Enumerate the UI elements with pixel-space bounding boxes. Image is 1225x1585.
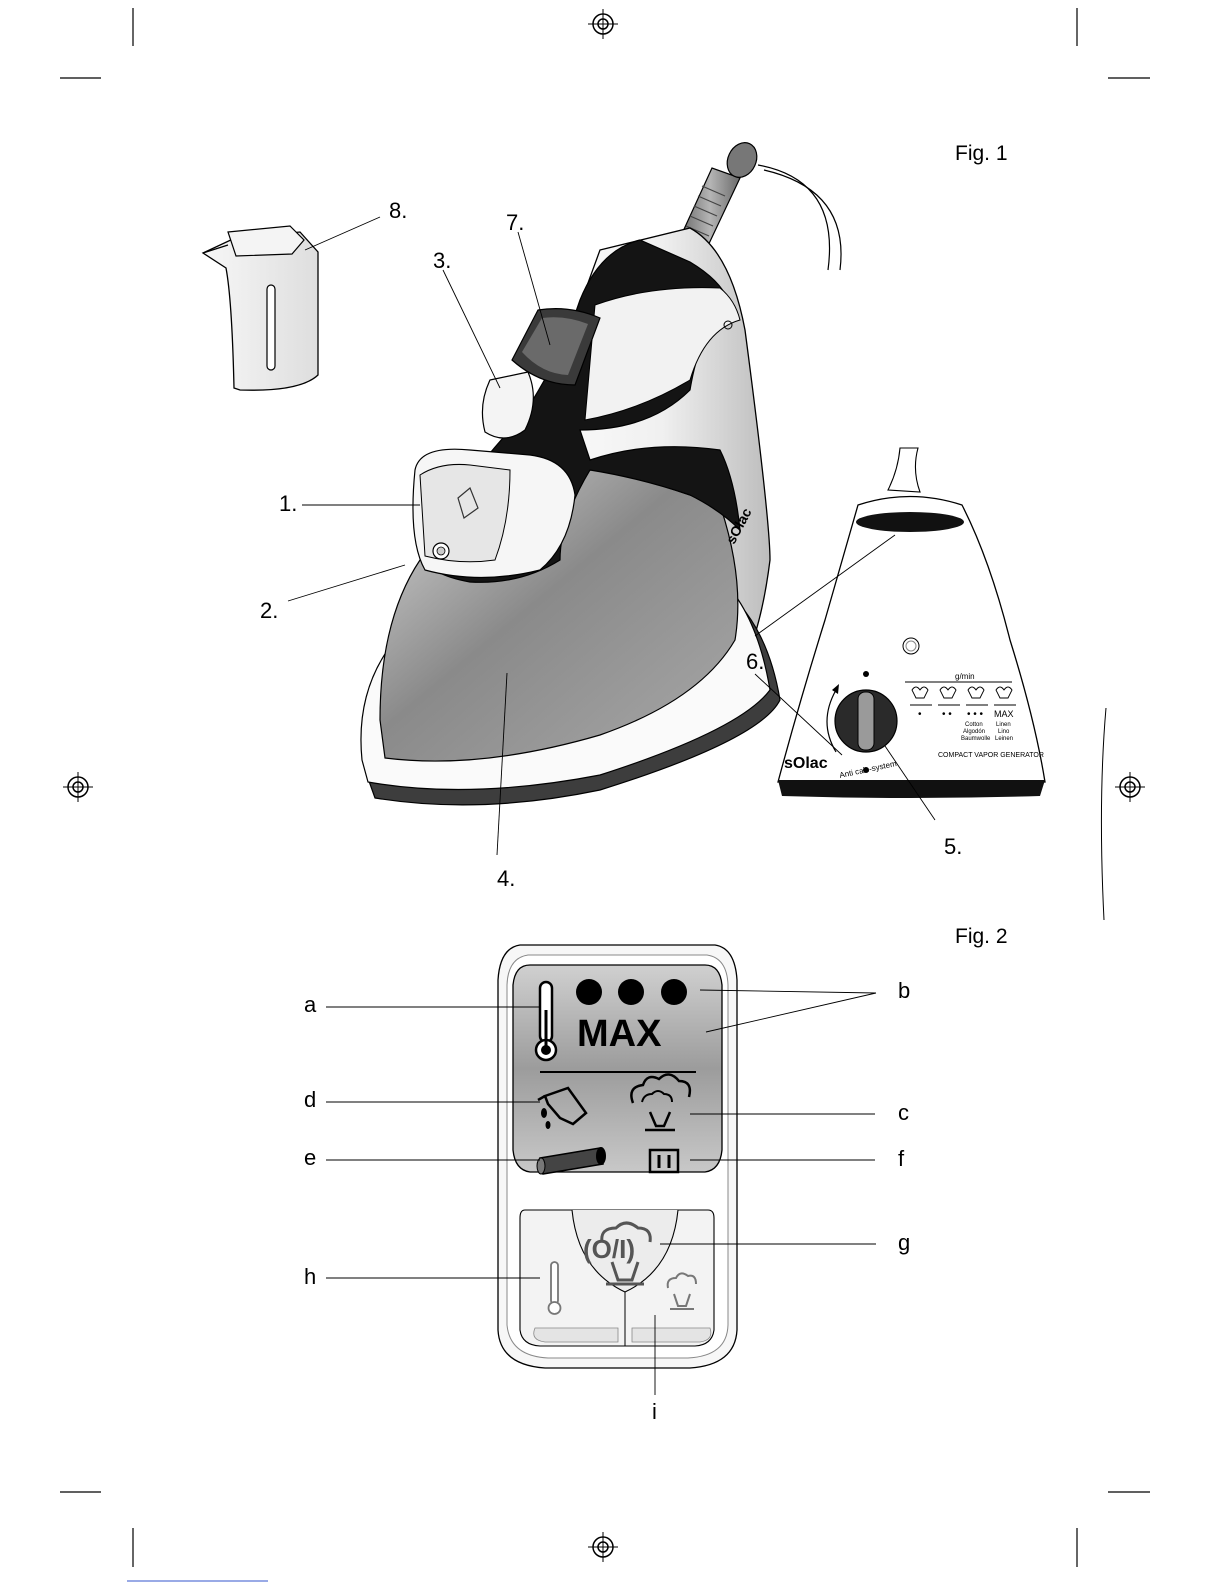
base-fabric-cotton-2: Algodón [963, 729, 985, 735]
callout-1: 1. [279, 493, 297, 515]
registration-mark-bottom [588, 1532, 618, 1562]
registration-mark-left [63, 772, 93, 802]
registration-mark-right [1115, 772, 1145, 802]
registration-mark-top [588, 9, 618, 39]
base-setting-3: • • • [967, 709, 984, 720]
base-fabric-cotton-1: Cotton [965, 722, 983, 728]
base-fabric-cotton-3: Baumwolle [961, 736, 991, 742]
callout-c: c [898, 1102, 909, 1124]
base-brand-logo: sOlac [784, 755, 828, 772]
callout-3: 3. [433, 250, 451, 272]
callout-6: 6. [746, 651, 764, 673]
base-product-name: COMPACT VAPOR GENERATOR [938, 752, 1044, 759]
base-setting-max: MAX [994, 709, 1014, 719]
panel-switch-label: (O/I) [583, 1234, 635, 1264]
callout-5: 5. [944, 836, 962, 858]
callout-a: a [304, 994, 316, 1016]
callout-b: b [898, 980, 910, 1002]
callout-e: e [304, 1147, 316, 1169]
base-fabric-linen-1: Linen [996, 722, 1011, 728]
callout-i: i [652, 1401, 657, 1423]
callout-8: 8. [389, 200, 407, 222]
fig1-label: Fig. 1 [955, 142, 1008, 166]
water-jug [203, 226, 318, 390]
steam-iron [361, 138, 841, 805]
base-setting-1: • [918, 709, 922, 720]
base-fabric-linen-3: Leinen [995, 736, 1013, 742]
control-panel [498, 945, 737, 1368]
base-setting-2: • • [942, 709, 952, 720]
callout-2: 2. [260, 600, 278, 622]
callout-g: g [898, 1232, 910, 1254]
callout-d: d [304, 1089, 316, 1111]
base-fabric-linen-2: Lino [998, 729, 1010, 735]
fig2-label: Fig. 2 [955, 925, 1008, 949]
callout-f: f [898, 1148, 904, 1170]
page-edge-curve [1101, 708, 1106, 920]
panel-max-label: MAX [577, 1013, 662, 1055]
callout-h: h [304, 1266, 316, 1288]
callout-7: 7. [506, 212, 524, 234]
vapor-generator-base [778, 448, 1045, 798]
callout-4: 4. [497, 868, 515, 890]
base-flow-unit: g/min [955, 672, 975, 681]
